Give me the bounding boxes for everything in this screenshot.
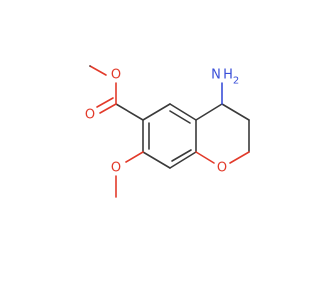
- bond-ester-c-carbonyl-o-b: [96, 97, 114, 108]
- bond-ring-inner-3: [169, 110, 191, 124]
- amine-n-label: N: [211, 68, 221, 83]
- bond-ring-inner-2: [171, 149, 192, 162]
- amine-h-subscript: 2: [233, 76, 239, 87]
- bond-ring-o-c8a: [195, 151, 215, 164]
- bond-c5-methoxy-o: [125, 151, 144, 163]
- bonds: [89, 65, 250, 198]
- bond-c6-ester-c: [115, 103, 144, 121]
- bond-ch-ch2a: [221, 103, 250, 121]
- bond-c4-ch: [195, 103, 223, 121]
- molecule-structure-diagram: N H 2 O O O O: [85, 65, 250, 198]
- ring-o-label: O: [217, 161, 227, 176]
- bond-ring-c5-c4a: [142, 151, 171, 169]
- ester-ether-o-label: O: [111, 68, 121, 83]
- ester-carbonyl-o-label: O: [85, 108, 95, 123]
- bond-ether-o-methyl: [89, 65, 107, 76]
- bond-ring-c4a-c8a: [169, 151, 197, 169]
- bond-ring-c3-c6: [142, 103, 171, 121]
- atom-labels: N H 2 O O O O: [85, 68, 239, 176]
- bond-ring-c4-c3: [169, 103, 197, 121]
- methoxy-o-label: O: [111, 161, 121, 176]
- amine-h-label: H: [223, 68, 233, 83]
- bond-ch2b-ring-o: [229, 151, 250, 164]
- bond-ester-c-carbonyl-o-a: [99, 103, 117, 114]
